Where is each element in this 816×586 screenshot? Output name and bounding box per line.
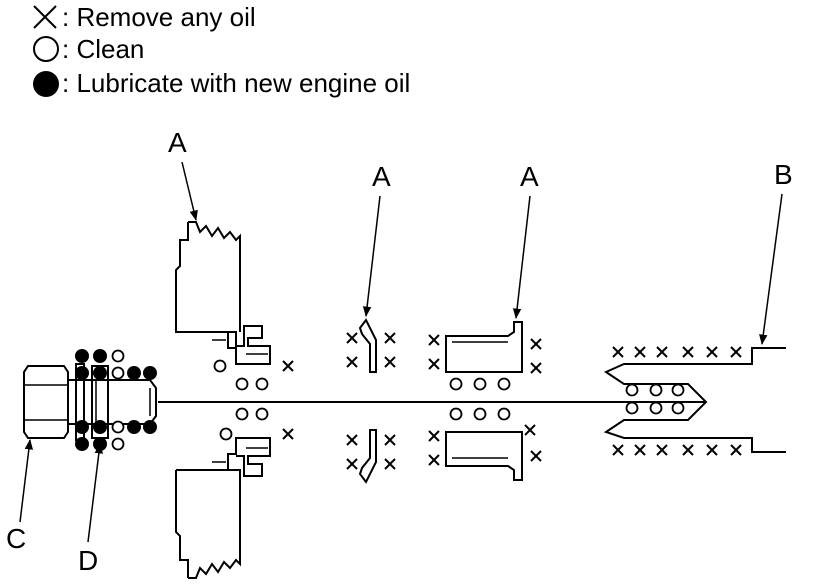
legend-item-lubricate: : Lubricate with new engine oil — [33, 68, 410, 98]
clutch-drum-markers — [213, 359, 294, 441]
callout-label-a-drum: A — [168, 127, 187, 158]
callout-label-d: D — [78, 545, 98, 576]
shaft-part — [603, 346, 786, 456]
clutch-drum-upper — [175, 221, 271, 365]
bolt-lubrication-markers — [75, 349, 157, 451]
legend-item-remove-oil: : Remove any oil — [33, 2, 256, 32]
legend-label-clean: : Clean — [62, 34, 144, 64]
filled-circle-icon — [33, 71, 59, 97]
callout-label-b: B — [774, 159, 793, 190]
cross-icon — [33, 5, 57, 29]
callout-leaders — [19, 161, 783, 543]
open-circle-icon — [33, 36, 59, 62]
callout-label-c: C — [6, 523, 26, 554]
legend-label-lubricate: : Lubricate with new engine oil — [62, 68, 410, 98]
callout-label-a-plate: A — [372, 161, 391, 192]
legend-label-remove-oil: : Remove any oil — [62, 2, 256, 32]
piston-part — [428, 321, 542, 481]
legend: : Remove any oil : Clean : Lubricate wit… — [33, 2, 410, 98]
callout-label-a-piston: A — [520, 161, 539, 192]
legend-item-clean: : Clean — [33, 34, 144, 64]
thin-plate-part — [346, 318, 396, 484]
clutch-drum-lower — [175, 437, 271, 579]
